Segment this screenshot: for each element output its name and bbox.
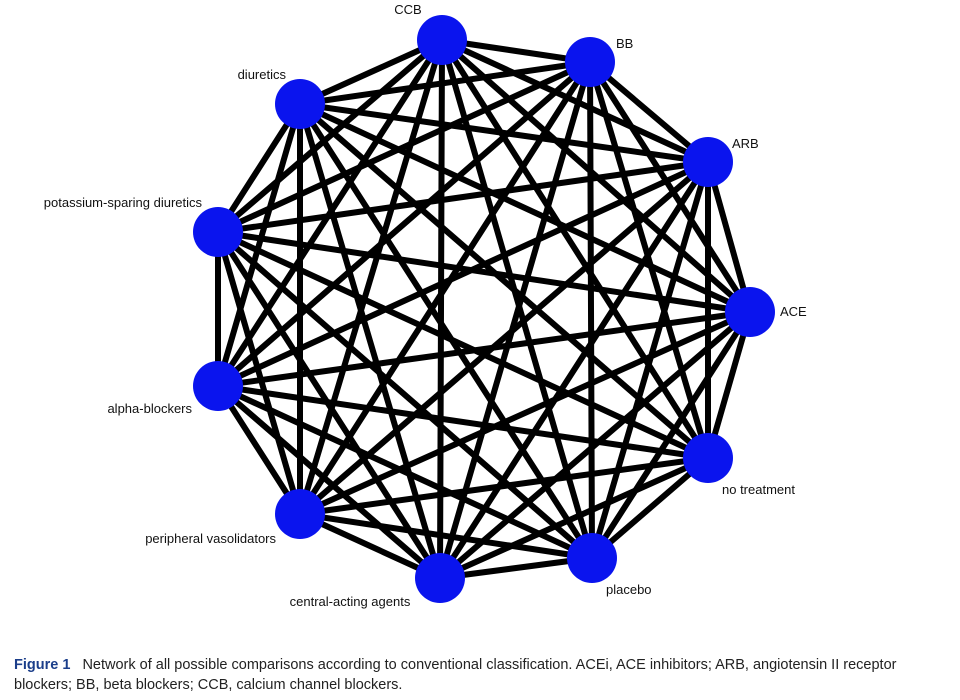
edge-central-acting-diuretics <box>297 101 443 581</box>
edge-arb-ace <box>705 159 753 315</box>
node-diuretics <box>275 79 325 129</box>
node-alpha-blockers <box>193 361 243 411</box>
edge-bb-arb <box>587 59 711 165</box>
node-ccb <box>417 15 467 65</box>
edge-ace-no-treatment <box>705 309 753 461</box>
node-label-central-acting: central-acting agents <box>290 594 411 609</box>
edge-no-treatment-diuretics <box>297 101 711 461</box>
node-label-placebo: placebo <box>606 582 652 597</box>
node-label-no-treatment: no treatment <box>722 482 795 497</box>
edge-central-acting-potassium-sparing <box>215 229 443 581</box>
edge-bb-no-treatment <box>587 59 711 461</box>
edge-peripheral-vasolidators-potassium-sparing <box>215 229 303 517</box>
edge-placebo-diuretics <box>297 101 595 561</box>
edge-bb-ace <box>587 59 753 315</box>
edge-ace-placebo <box>589 309 753 561</box>
edge-alpha-blockers-diuretics <box>215 101 303 389</box>
edge-ccb-potassium-sparing <box>215 37 445 235</box>
node-labels: CCB BB ARB ACE no treatment placebo central-ac… <box>44 2 807 609</box>
nodes <box>193 15 775 603</box>
network-diagram: CCB BB ARB ACE no treatment placebo central-ac… <box>44 2 807 609</box>
node-label-ccb: CCB <box>394 2 421 17</box>
edge-central-acting-alpha-blockers <box>215 383 443 581</box>
edge-potassium-sparing-diuretics <box>215 101 303 235</box>
edge-ace-potassium-sparing <box>215 229 753 315</box>
edge-no-treatment-placebo <box>589 455 711 561</box>
node-arb <box>683 137 733 187</box>
edge-arb-peripheral-vasolidators <box>297 159 711 517</box>
node-label-alpha-blockers: alpha-blockers <box>107 401 192 416</box>
edge-bb-diuretics <box>297 59 593 107</box>
node-central-acting <box>415 553 465 603</box>
edges <box>215 37 753 581</box>
node-ace <box>725 287 775 337</box>
edge-no-treatment-peripheral-vasolidators <box>297 455 711 517</box>
node-potassium-sparing <box>193 207 243 257</box>
node-label-bb: BB <box>616 36 633 51</box>
node-peripheral-vasolidators <box>275 489 325 539</box>
node-label-potassium-sparing: potassium-sparing diuretics <box>44 195 203 210</box>
node-label-peripheral-vasolidators: peripheral vasolidators <box>145 531 276 546</box>
edge-bb-potassium-sparing <box>215 59 593 235</box>
node-label-ace: ACE <box>780 304 807 319</box>
edge-placebo-peripheral-vasolidators <box>297 511 595 561</box>
figure-label: Figure 1 <box>14 657 71 673</box>
edge-central-acting-peripheral-vasolidators <box>297 511 443 581</box>
edge-placebo-potassium-sparing <box>215 229 595 561</box>
caption-text: Network of all possible comparisons acco… <box>14 657 897 693</box>
node-label-diuretics: diuretics <box>238 67 287 82</box>
node-bb <box>565 37 615 87</box>
node-label-arb: ARB <box>732 136 759 151</box>
edge-bb-placebo <box>587 59 595 561</box>
edge-no-treatment-central-acting <box>437 455 711 581</box>
edge-ccb-arb <box>439 37 711 165</box>
edge-ace-central-acting <box>437 309 753 581</box>
edge-ccb-diuretics <box>297 37 445 107</box>
edge-peripheral-vasolidators-alpha-blockers <box>215 383 303 517</box>
edge-ace-diuretics <box>297 101 753 315</box>
edge-placebo-alpha-blockers <box>215 383 595 561</box>
edge-placebo-central-acting <box>437 555 595 581</box>
node-placebo <box>567 533 617 583</box>
figure-caption: Figure 1 Network of all possible compari… <box>14 655 949 695</box>
node-no-treatment <box>683 433 733 483</box>
edge-arb-diuretics <box>297 101 711 165</box>
